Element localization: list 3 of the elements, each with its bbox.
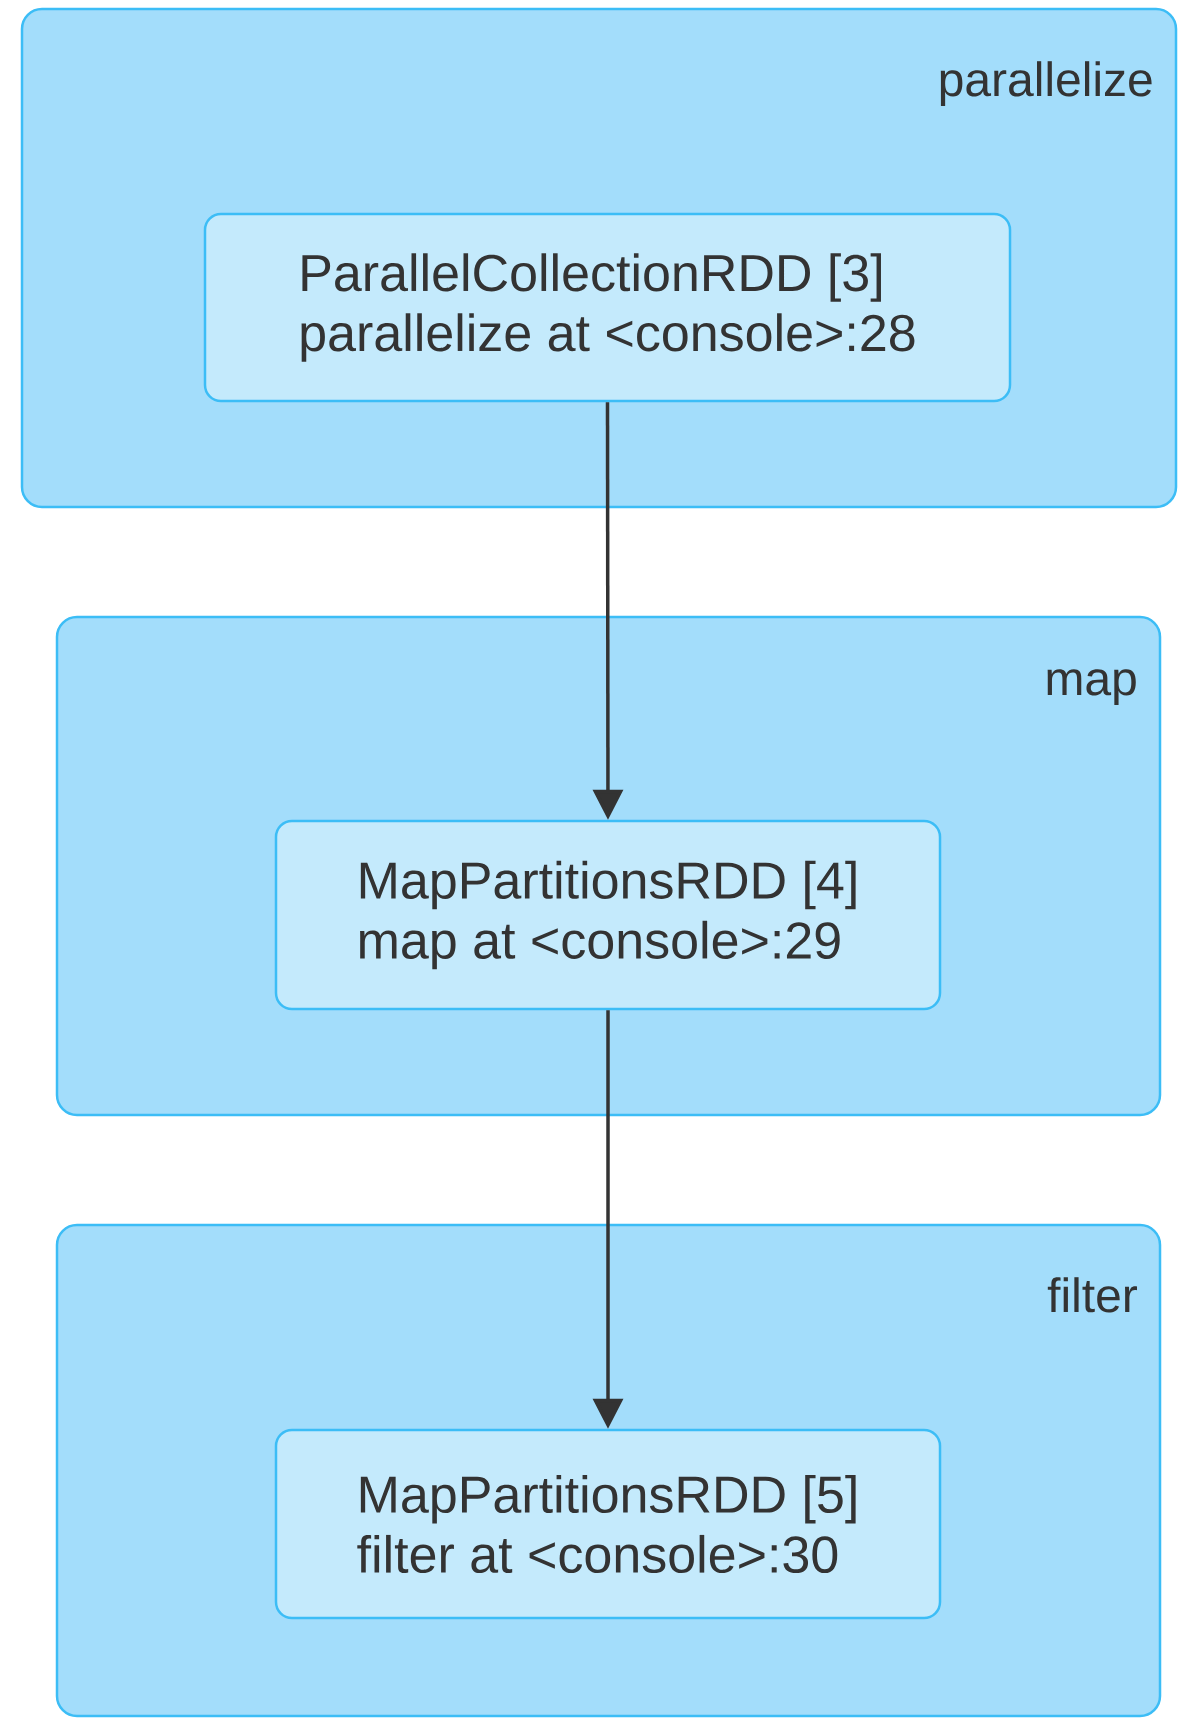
rdd-box: MapPartitionsRDD [4] map at <console>:29 — [274, 819, 942, 1011]
rdd-box: MapPartitionsRDD [5] filter at <console>:30 — [274, 1428, 942, 1620]
rdd-box: ParallelCollectionRDD [3] parallelize at <console>:28 — [203, 212, 1012, 403]
